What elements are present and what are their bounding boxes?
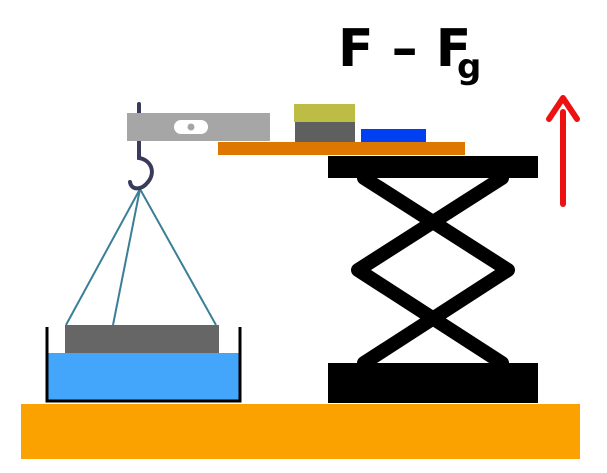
force-sensor	[127, 113, 270, 141]
lift-top-plate	[328, 156, 538, 178]
lift-scissor-arms	[351, 171, 515, 370]
formula-main: F – F	[338, 19, 471, 79]
formula-label: F – F	[338, 19, 471, 79]
support-arm	[218, 142, 465, 155]
scissor-lift	[328, 156, 538, 403]
blue-block	[361, 129, 426, 142]
weight-bottom	[295, 122, 355, 142]
container-walls	[45, 327, 242, 403]
sensor-hole	[187, 123, 195, 131]
weight-top	[294, 104, 355, 122]
submerged-block	[65, 325, 219, 353]
up-arrow-icon	[546, 95, 580, 207]
water-container	[45, 325, 242, 403]
ground-slab	[21, 404, 580, 459]
hook-icon	[128, 102, 154, 191]
suspension-strings	[65, 188, 217, 326]
lift-base-plate	[328, 363, 538, 403]
formula-subscript: g	[457, 47, 481, 87]
water	[48, 353, 239, 400]
